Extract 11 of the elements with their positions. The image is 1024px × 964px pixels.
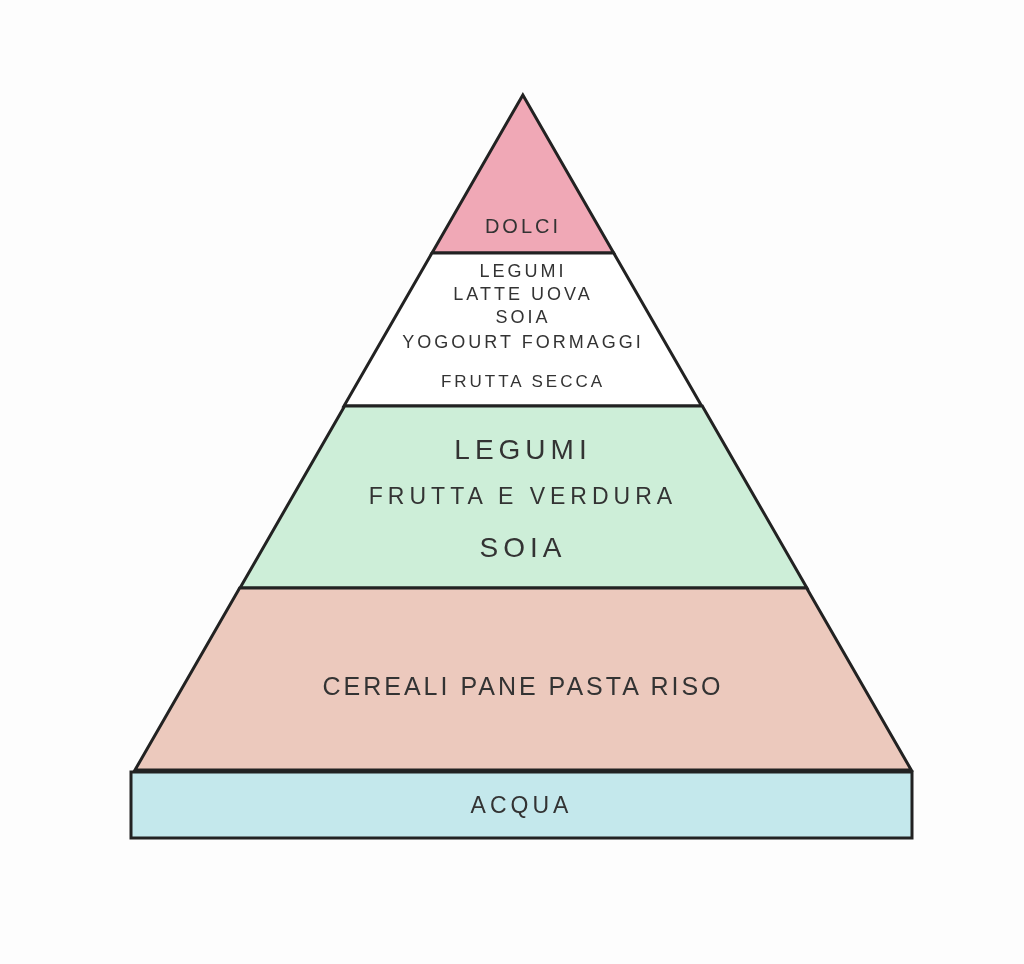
food-group-label: SOIA — [479, 532, 567, 564]
food-group-label: DOLCI — [484, 215, 562, 237]
food-group-label: SOIA — [495, 308, 551, 328]
food-group-label: FRUTTA E VERDURA — [368, 484, 678, 510]
food-group-label: FRUTTA SECCA — [440, 372, 606, 392]
food-group-label: LEGUMI — [479, 262, 567, 282]
food-group-label: CEREALI PANE PASTA RISO — [322, 673, 724, 701]
food-group-label: LATTE UOVA — [453, 285, 593, 305]
food-group-label: ACQUA — [470, 793, 573, 819]
food-group-label: LEGUMI — [454, 434, 592, 466]
food-group-label: YOGOURT FORMAGGI — [402, 333, 644, 353]
